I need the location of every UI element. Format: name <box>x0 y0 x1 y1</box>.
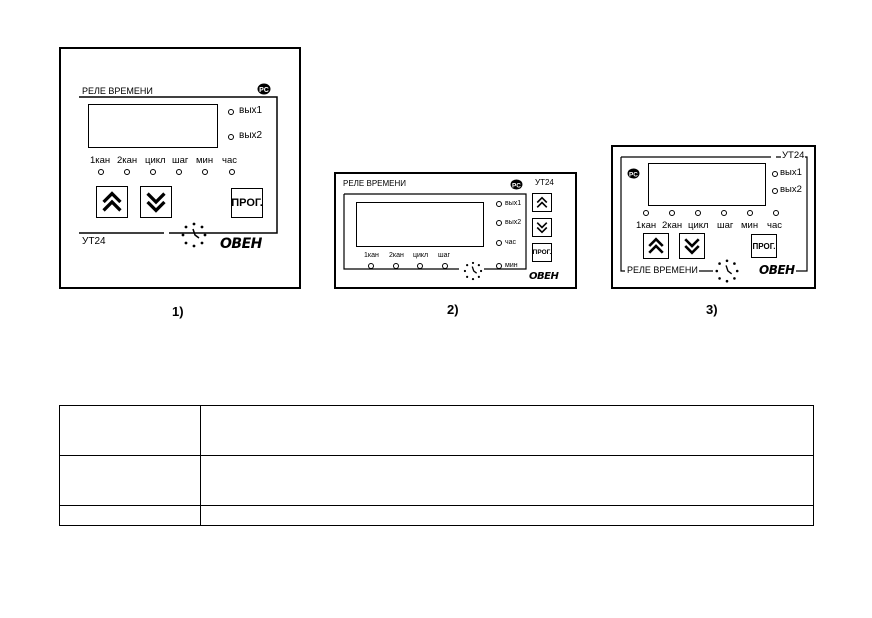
panel-3-led-out2 <box>772 188 778 194</box>
panel-3-mode-label: час <box>767 220 782 231</box>
double-chevron-up-icon <box>536 196 548 208</box>
panel-1-mode-label: мин <box>196 155 214 166</box>
panel-3-title: РЕЛЕ ВРЕМЕНИ <box>626 265 699 275</box>
spec-table <box>59 405 814 526</box>
table-cell <box>59 405 201 456</box>
double-chevron-down-icon <box>684 238 700 255</box>
panel-1-mode-led <box>150 169 156 175</box>
panel-2-mode-led <box>417 263 423 269</box>
panel-2-model: УТ24 <box>535 178 554 187</box>
panel-3-display <box>648 163 766 206</box>
panel-3-out1-label: вых1 <box>780 167 802 178</box>
panel-1-prog-button[interactable]: ПРОГ. <box>231 188 263 218</box>
double-chevron-down-icon <box>536 222 548 234</box>
panel-2-prog-button[interactable]: ПРОГ. <box>532 243 552 262</box>
panel-3-mode-led <box>747 210 753 216</box>
panel-2-mode-label: цикл <box>413 252 429 259</box>
panel-2-mode-label: шаг <box>438 252 451 259</box>
panel-1-mode-label: цикл <box>145 155 166 166</box>
panel-2-mode-label: 1кан <box>364 252 379 259</box>
panel-2-mode-label: 2кан <box>389 252 404 259</box>
panel-1-down-button[interactable] <box>140 186 172 218</box>
panel-3-out2-label: вых2 <box>780 184 802 195</box>
panel-2-side-label: мин <box>505 262 518 269</box>
panel-1-mode-label: шаг <box>172 155 189 166</box>
panel-1-timer-icon <box>181 222 207 248</box>
panel-1-frame <box>79 96 278 234</box>
table-row <box>59 405 814 456</box>
panel-3-logo: ОВЕН <box>758 263 796 277</box>
table-row <box>59 455 814 506</box>
panel-3-mode-led <box>721 210 727 216</box>
panel-1-mode-led <box>229 169 235 175</box>
panel-2-title: РЕЛЕ ВРЕМЕНИ <box>343 179 407 188</box>
panel-2-side-led <box>496 220 502 226</box>
panel-2-side-label: вых2 <box>505 219 522 226</box>
table-cell <box>200 455 814 506</box>
panel-3-model: УТ24 <box>781 150 806 161</box>
table-cell <box>200 505 814 526</box>
panel-1-out1-label: вых1 <box>239 105 263 116</box>
panel-1-mode-label: 2кан <box>117 155 138 166</box>
panel-3-led-out1 <box>772 171 778 177</box>
panel-1-mode-label: 1кан <box>90 155 111 166</box>
svg-text:PC: PC <box>629 171 638 178</box>
panel-1-led-out1 <box>228 109 234 115</box>
panel-2-frame <box>343 193 527 270</box>
certification-mark-icon: PC <box>257 82 271 95</box>
figure-caption-2: 2) <box>447 302 459 317</box>
panel-1-model: УТ24 <box>82 236 106 247</box>
table-row <box>59 505 814 526</box>
double-chevron-down-icon <box>146 192 166 213</box>
panel-1-title: РЕЛЕ ВРЕМЕНИ <box>82 86 153 96</box>
panel-3-mode-led <box>669 210 675 216</box>
panel-2-side-led <box>496 201 502 207</box>
panel-2-side-label: час <box>505 239 517 246</box>
panel-2-mode-led <box>368 263 374 269</box>
panel-1-up-button[interactable] <box>96 186 128 218</box>
panel-3-timer-icon <box>715 259 739 283</box>
table-cell <box>59 455 201 506</box>
table-cell <box>200 405 814 456</box>
svg-text:PC: PC <box>512 182 521 189</box>
panel-3-mode-label: 2кан <box>662 220 683 231</box>
panel-1-mode-led <box>124 169 130 175</box>
panel-2-side-led <box>496 263 502 269</box>
panel-2-mode-led <box>442 263 448 269</box>
double-chevron-up-icon <box>648 237 664 254</box>
panel-2-up-button[interactable] <box>532 193 552 212</box>
panel-3-mode-led <box>695 210 701 216</box>
panel-3-mode-label: цикл <box>688 220 709 231</box>
certification-mark-icon: PC <box>627 166 640 179</box>
panel-2-down-button[interactable] <box>532 218 552 237</box>
panel-2-logo: ОВЕН <box>529 271 559 282</box>
panel-3-mode-led <box>643 210 649 216</box>
panel-3-mode-label: мин <box>741 220 759 231</box>
svg-text:PC: PC <box>259 87 269 94</box>
panel-1-out2-label: вых2 <box>239 130 263 141</box>
panel-3-prog-button[interactable]: ПРОГ. <box>751 234 777 258</box>
panel-3-up-button[interactable] <box>643 233 669 259</box>
panel-3-down-button[interactable] <box>679 233 705 259</box>
panel-1-mode-led <box>98 169 104 175</box>
panel-1-led-out2 <box>228 134 234 140</box>
panel-2-timer-icon <box>463 261 483 281</box>
panel-3-mode-label: шаг <box>717 220 734 231</box>
double-chevron-up-icon <box>102 191 122 212</box>
panel-2-side-label: вых1 <box>505 200 522 207</box>
panel-1-display <box>88 104 218 148</box>
panel-3-mode-led <box>773 210 779 216</box>
figure-caption-3: 3) <box>706 302 718 317</box>
figure-caption-1: 1) <box>172 304 184 319</box>
certification-mark-icon: PC <box>510 177 523 190</box>
panel-1-mode-led <box>202 169 208 175</box>
panel-1-mode-label: час <box>222 155 237 166</box>
panel-3-mode-label: 1кан <box>636 220 657 231</box>
panel-1-mode-led <box>176 169 182 175</box>
panel-2-display <box>356 202 484 247</box>
panel-2-side-led <box>496 240 502 246</box>
table-cell <box>59 505 201 526</box>
panel-1-logo: ОВЕН <box>220 236 262 252</box>
panel-2-mode-led <box>393 263 399 269</box>
